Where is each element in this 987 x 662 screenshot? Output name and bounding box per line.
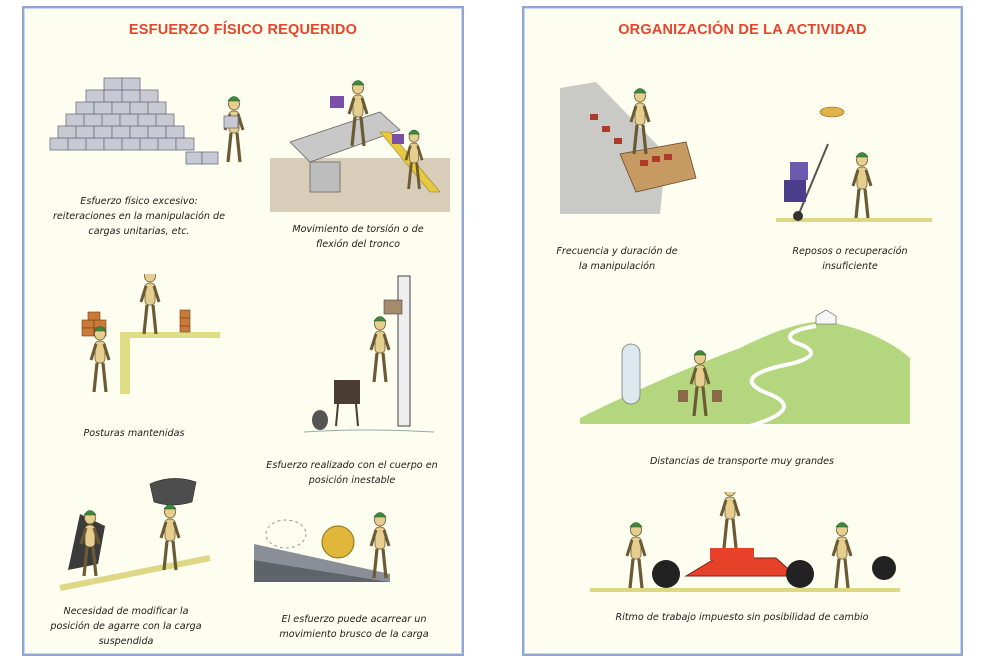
right-page: ORGANIZACIÓN DE LA ACTIVIDAD Frecuencia … <box>522 6 963 656</box>
unstable-position-illustration <box>303 275 435 433</box>
caption-movimiento-brusco: El esfuerzo puede acarrear un movimiento… <box>279 614 429 640</box>
block-stacking-illustration <box>49 77 245 165</box>
caption-frecuencia: Frecuencia y duración de la manipulación <box>556 246 678 272</box>
suspended-load-illustration <box>59 478 211 591</box>
frequency-illustration <box>560 82 697 214</box>
caption-reposos: Reposos o recuperación insuficiente <box>792 246 908 272</box>
caption-torsion: Movimiento de torsión o de flexión del t… <box>292 224 424 250</box>
caption-distancias: Distancias de transporte muy grandes <box>649 456 835 467</box>
caption-ritmo: Ritmo de trabajo impuesto sin posibilida… <box>615 612 869 623</box>
transport-distance-illustration <box>580 309 910 428</box>
page-title: ESFUERZO FÍSICO REQUERIDO <box>128 22 358 38</box>
left-page: ESFUERZO FÍSICO REQUERIDO Esfuerzo físic… <box>22 6 464 656</box>
caption-esfuerzo-excesivo: Esfuerzo físico excesivo: reiteraciones … <box>52 196 226 237</box>
caption-agarre: Necesidad de modificar la posición de ag… <box>50 606 202 647</box>
page-title: ORGANIZACIÓN DE LA ACTIVIDAD <box>618 22 867 38</box>
twisting-illustration <box>270 78 450 212</box>
rolling-drum-illustration <box>254 510 391 582</box>
caption-posturas: Posturas mantenidas <box>83 428 185 439</box>
caption-posicion-inestable: Esfuerzo realizado con el cuerpo en posi… <box>266 460 438 486</box>
posture-illustration <box>81 274 220 394</box>
insufficient-rest-illustration <box>776 106 932 222</box>
imposed-pace-illustration <box>590 492 900 592</box>
